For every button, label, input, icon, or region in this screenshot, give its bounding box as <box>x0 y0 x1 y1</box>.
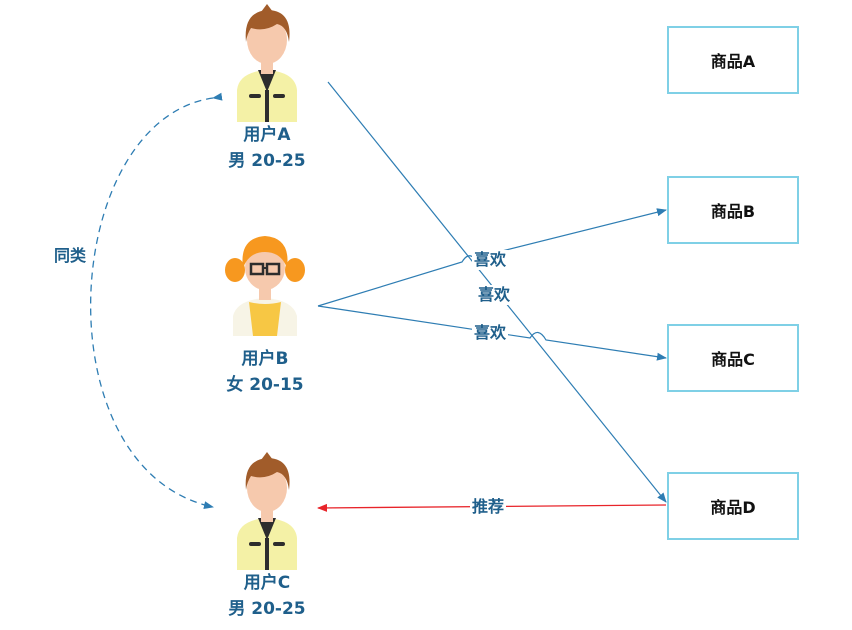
product-d-box: 商品D <box>667 472 799 540</box>
male-avatar-icon <box>237 452 297 570</box>
recommend-label: 推荐 <box>470 497 507 517</box>
male-avatar-icon <box>237 4 297 122</box>
product-a-label: 商品A <box>710 52 756 71</box>
product-c-label: 商品C <box>711 350 755 369</box>
product-d-label: 商品D <box>710 498 756 517</box>
similar-label: 同类 <box>52 246 89 266</box>
like-label-c: 喜欢 <box>472 323 509 343</box>
similar-arc <box>89 92 223 510</box>
product-a-box: 商品A <box>667 26 799 94</box>
like-label-a: 喜欢 <box>476 285 513 305</box>
user-b: 用户B 女 20-15 <box>195 226 335 398</box>
like-label-b: 喜欢 <box>472 250 509 270</box>
user-c-name: 用户C <box>243 573 291 593</box>
product-b-label: 商品B <box>710 202 756 221</box>
edge-userB-productC <box>317 305 667 361</box>
user-c-info: 男 20-25 <box>228 599 306 619</box>
user-b-name: 用户B <box>241 349 289 369</box>
product-b-box: 商品B <box>667 176 799 244</box>
female-avatar-icon <box>225 236 305 336</box>
product-c-box: 商品C <box>667 324 799 392</box>
user-a-name: 用户A <box>243 125 291 145</box>
user-c: 用户C 男 20-25 <box>197 450 337 622</box>
user-a-info: 男 20-25 <box>228 151 306 171</box>
user-b-info: 女 20-15 <box>226 375 304 395</box>
user-a: 用户A 男 20-25 <box>197 2 337 174</box>
